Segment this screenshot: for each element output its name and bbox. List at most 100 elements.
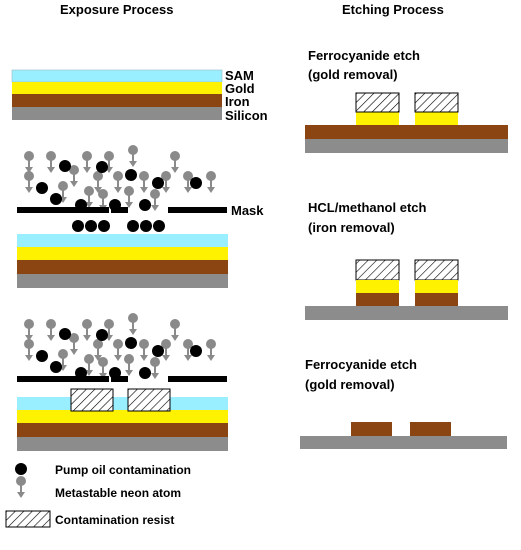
metastable-neon-atom <box>128 313 138 335</box>
metastable-neon-atom <box>206 339 216 361</box>
iron-layer <box>356 293 399 306</box>
pump-oil-particle <box>98 220 110 232</box>
pump-oil-particle <box>190 177 202 189</box>
metastable-neon-atom <box>84 186 94 208</box>
pump-oil-particle <box>152 177 164 189</box>
metastable-neon-atom <box>24 171 34 193</box>
metastable-neon-atom <box>69 165 79 187</box>
metastable-neon-atom <box>113 171 123 193</box>
sam-label: SAM <box>225 68 254 83</box>
mask-segment <box>17 207 109 213</box>
pump-oil-particle <box>139 199 151 211</box>
legend-resist: Contamination resist <box>55 513 174 527</box>
resist-swatch-icon <box>5 510 51 528</box>
initial-layer-stack <box>11 69 223 120</box>
gold-layer <box>17 410 228 423</box>
pump-oil-particle <box>85 220 97 232</box>
metastable-neon-atom <box>82 319 92 341</box>
pump-oil-particle <box>125 337 137 349</box>
metastable-neon-atom <box>98 357 108 379</box>
gold-layer <box>17 247 228 260</box>
exposure-stage-3 <box>17 313 228 451</box>
metastable-neon-atom <box>16 476 26 498</box>
etch-step-2-title: HCL/methanol etch <box>308 200 427 215</box>
etch-step-2-diagram <box>305 259 508 320</box>
etch-step-1-subtitle: (gold removal) <box>308 67 398 82</box>
silicon-layer <box>17 437 228 451</box>
iron-layer <box>17 260 228 274</box>
etch-step-1-title: Ferrocyanide etch <box>308 48 420 63</box>
metastable-neon-atom <box>161 171 171 193</box>
iron-layer <box>12 94 222 107</box>
mask-segment <box>168 376 227 382</box>
deposited-oil-particles <box>72 220 165 232</box>
silicon-layer <box>12 107 222 120</box>
pump-oil-particle <box>59 160 71 172</box>
mask-segment <box>111 376 128 382</box>
neon-atom-icon <box>16 476 26 498</box>
silicon-layer <box>305 306 508 320</box>
metastable-neon-atom <box>93 339 103 361</box>
metastable-neon-atom <box>84 354 94 376</box>
oil-particle-icon <box>15 463 27 475</box>
pump-oil-particle <box>139 367 151 379</box>
metastable-neon-atom <box>82 151 92 173</box>
silicon-layer <box>305 139 508 153</box>
mask-segment <box>168 207 227 213</box>
metastable-neon-atom <box>150 357 160 379</box>
metastable-neon-atom <box>124 354 134 376</box>
pump-oil-particle <box>152 345 164 357</box>
metastable-neon-atom <box>128 145 138 167</box>
metastable-neon-atom <box>150 189 160 211</box>
metastable-neon-atom <box>161 339 171 361</box>
legend-pump-oil: Pump oil contamination <box>55 463 191 477</box>
iron-layer <box>351 422 392 436</box>
pump-oil-particle <box>153 220 165 232</box>
silicon-layer <box>17 274 228 288</box>
gold-layer <box>356 112 399 125</box>
metastable-neon-atom <box>46 151 56 173</box>
gold-layer <box>12 82 222 94</box>
pump-oil-particle <box>59 328 71 340</box>
sam-layer <box>17 397 228 410</box>
pump-oil-particle <box>96 161 108 173</box>
pump-oil-particle <box>72 220 84 232</box>
iron-layer <box>410 422 451 436</box>
legend: Pump oil contamination Metastable neon a… <box>5 463 191 528</box>
pump-oil-particle <box>127 220 139 232</box>
contamination-resist-block <box>70 388 114 412</box>
pump-oil-particle <box>140 220 152 232</box>
etch-step-2-subtitle: (iron removal) <box>308 220 395 235</box>
mask-label: Mask <box>231 203 264 218</box>
particle-cloud <box>24 145 216 211</box>
pump-oil-particle <box>125 169 137 181</box>
metastable-neon-atom <box>46 319 56 341</box>
gold-layer <box>415 280 458 293</box>
contamination-resist-block <box>355 92 400 113</box>
pump-oil-particle <box>96 329 108 341</box>
contamination-resist-block <box>414 92 459 113</box>
silicon-label: Silicon <box>225 108 268 123</box>
metastable-neon-atom <box>24 151 34 173</box>
exposure-process-heading: Exposure Process <box>60 2 173 17</box>
etching-process-heading: Etching Process <box>342 2 444 17</box>
metastable-neon-atom <box>124 186 134 208</box>
metastable-neon-atom <box>113 339 123 361</box>
mask-segment <box>17 376 109 382</box>
sam-layer <box>17 234 228 247</box>
iron-layer <box>17 423 228 437</box>
metastable-neon-atom <box>93 171 103 193</box>
pump-oil-particle <box>36 182 48 194</box>
silicon-layer <box>300 436 507 449</box>
metastable-neon-atom <box>183 339 193 361</box>
metastable-neon-atom <box>104 151 114 173</box>
iron-layer <box>305 125 508 139</box>
gold-label: Gold <box>225 81 255 96</box>
metastable-neon-atom <box>69 333 79 355</box>
metastable-neon-atom <box>139 171 149 193</box>
iron-label: Iron <box>225 94 250 109</box>
mask-segment <box>111 207 128 213</box>
metastable-neon-atom <box>170 319 180 341</box>
etch-step-3-subtitle: (gold removal) <box>305 377 395 392</box>
